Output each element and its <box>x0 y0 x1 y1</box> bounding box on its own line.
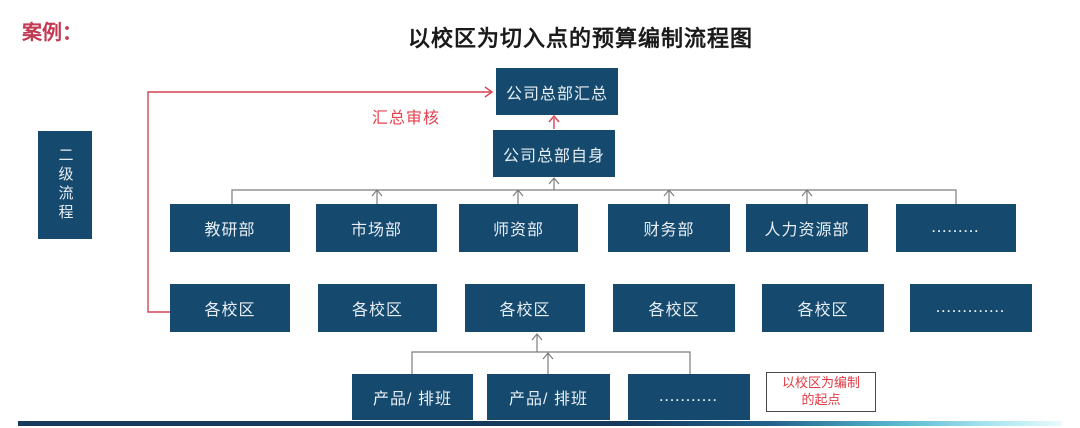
node-product-ellipsis: ........... <box>628 374 750 420</box>
arrowhead-up-icon <box>801 189 813 197</box>
department-bus <box>231 177 957 204</box>
node-campus-ellipsis: ............. <box>910 284 1032 332</box>
node-department-finance: 财务部 <box>608 204 730 252</box>
node-campus-2: 各校区 <box>318 284 437 332</box>
node-department-marketing: 市场部 <box>316 204 437 252</box>
arrowhead-up-icon <box>663 189 675 197</box>
level2-process-text: 二级流程 <box>56 147 74 223</box>
arrowhead-up-icon <box>542 352 554 360</box>
node-department-hr: 人力资源部 <box>746 204 868 252</box>
arrowhead-up-icon <box>371 189 383 197</box>
node-campus-4: 各校区 <box>613 284 735 332</box>
arrowhead-up-icon <box>531 333 543 341</box>
start-point-note-line2: 的起点 <box>801 392 841 407</box>
arrowhead-right-icon <box>484 86 494 98</box>
node-campus-3: 各校区 <box>465 284 585 332</box>
node-campus-5: 各校区 <box>762 284 884 332</box>
start-point-note: 以校区为编制 的起点 <box>766 372 876 412</box>
node-department-ellipsis: ......... <box>896 204 1016 252</box>
summary-review-label: 汇总审核 <box>372 110 441 127</box>
page-title: 以校区为切入点的预算编制流程图 <box>408 26 754 51</box>
node-department-teaching-research: 教研部 <box>170 204 290 252</box>
case-label: 案例： <box>22 22 82 44</box>
node-hq-summary: 公司总部汇总 <box>496 68 618 115</box>
red-review-connector <box>147 86 560 313</box>
arrowhead-up-icon <box>548 114 560 123</box>
node-department-faculty: 师资部 <box>459 204 578 252</box>
level2-process-label: 二级流程 <box>38 131 92 239</box>
arrowhead-up-icon <box>548 177 560 185</box>
footer-accent-bar <box>18 421 1062 426</box>
node-product-schedule-1: 产品/ 排班 <box>352 374 473 420</box>
start-point-note-line1: 以校区为编制 <box>781 375 860 391</box>
arrowhead-up-icon <box>512 189 524 197</box>
node-product-schedule-2: 产品/ 排班 <box>487 374 610 420</box>
product-bus <box>411 333 691 374</box>
node-hq-self: 公司总部自身 <box>493 130 615 177</box>
node-campus-1: 各校区 <box>170 284 290 332</box>
